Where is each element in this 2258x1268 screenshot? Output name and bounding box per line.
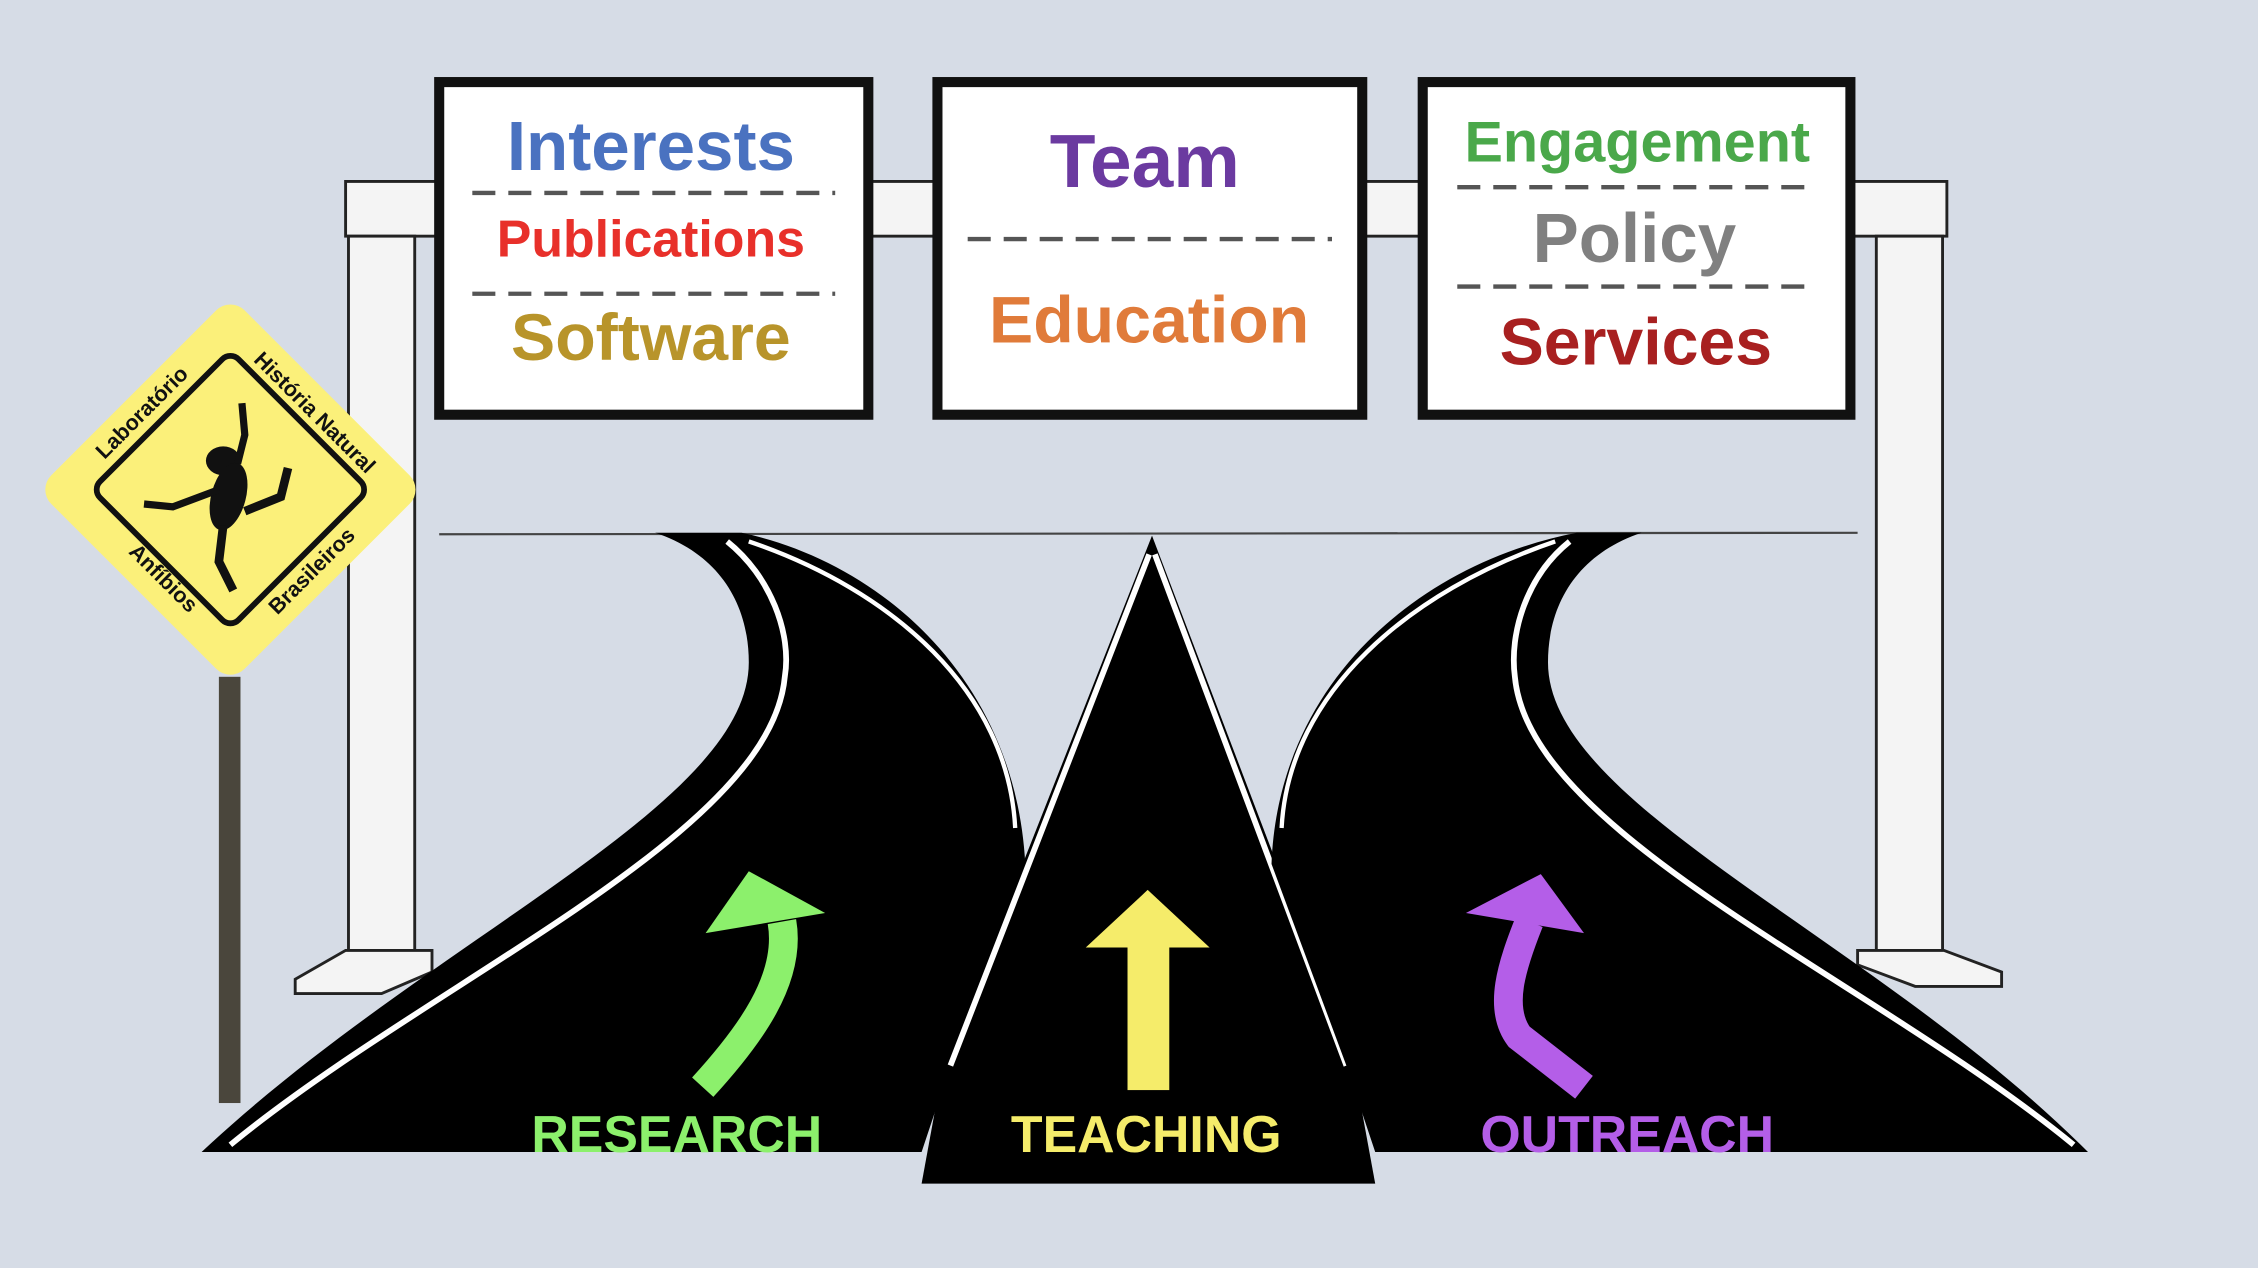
road-left bbox=[201, 532, 1026, 1152]
road-label-research: RESEARCH bbox=[531, 1105, 822, 1163]
arrow-teaching-icon bbox=[1085, 889, 1210, 1091]
gantry-left-post bbox=[347, 234, 417, 958]
roads bbox=[201, 532, 2088, 1184]
sign-item-interests: Interests bbox=[507, 107, 795, 185]
right-post-base bbox=[1856, 948, 2004, 988]
road-center bbox=[921, 535, 1376, 1184]
arrow-research-icon bbox=[692, 871, 826, 1097]
sign-left: Interests Publications Software bbox=[434, 77, 874, 420]
sign-right: Engagement Policy Services bbox=[1417, 77, 1856, 420]
logo-sign-pole bbox=[218, 676, 241, 1104]
gantry-right-post bbox=[1874, 234, 1945, 958]
sign-item-policy: Policy bbox=[1533, 199, 1737, 277]
sign-item-engagement: Engagement bbox=[1464, 110, 1810, 174]
sign-item-team: Team bbox=[1050, 119, 1240, 203]
sign-item-education: Education bbox=[989, 284, 1309, 358]
sign-item-publications: Publications bbox=[497, 209, 805, 267]
road-label-teaching: TEACHING bbox=[1011, 1105, 1282, 1163]
road-right bbox=[1271, 532, 2088, 1152]
sign-item-services: Services bbox=[1500, 305, 1773, 379]
horizon-line bbox=[439, 531, 1858, 536]
road-label-outreach: OUTREACH bbox=[1480, 1105, 1774, 1163]
sign-item-software: Software bbox=[511, 301, 791, 375]
frog-icon bbox=[143, 402, 293, 593]
sign-center: Team Education bbox=[932, 77, 1368, 420]
arrow-outreach-icon bbox=[1465, 874, 1593, 1099]
